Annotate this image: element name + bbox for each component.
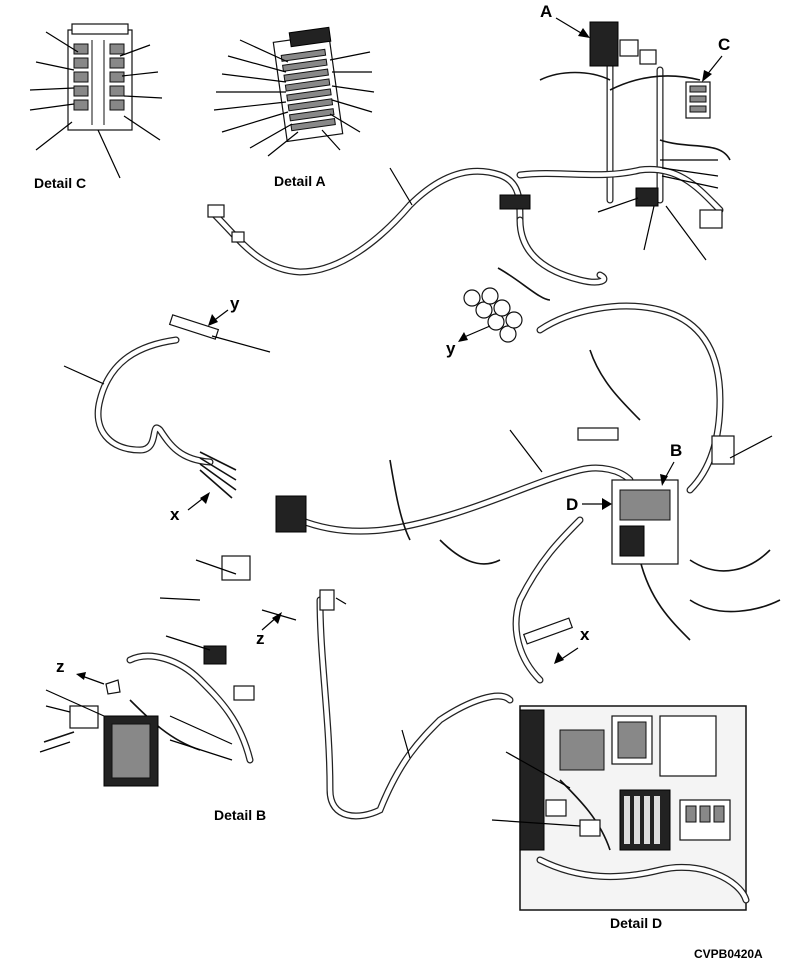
- detail-b: [39, 555, 514, 820]
- detail-c-label: Detail C: [34, 175, 87, 191]
- callout-z-left: z: [56, 657, 65, 676]
- detail-a-leader-lines: [213, 39, 375, 157]
- callout-c: C: [718, 35, 731, 54]
- callout-x-right: x: [580, 625, 590, 644]
- detail-c-connector: [67, 23, 133, 131]
- callout-z-right: z: [256, 629, 265, 648]
- callout-y-upper: y: [230, 294, 240, 313]
- frame-harness: [516, 17, 731, 261]
- callout-a: A: [540, 2, 553, 21]
- main-harness: [275, 302, 781, 684]
- upper-harness: [207, 167, 608, 286]
- callout-d: D: [566, 495, 579, 514]
- left-harness: [63, 309, 271, 511]
- detail-a-label: Detail A: [274, 173, 326, 189]
- callout-b: B: [670, 441, 683, 460]
- callout-y-lower: y: [446, 339, 456, 358]
- detail-b-label: Detail B: [214, 807, 267, 823]
- detail-c-leader-lines: [29, 31, 163, 179]
- detail-a-connector: [272, 26, 344, 143]
- y-connectors: [458, 267, 551, 343]
- detail-d: [491, 705, 750, 911]
- figure-code: CVPB0420A: [694, 947, 763, 961]
- detail-d-label: Detail D: [610, 915, 663, 931]
- callout-x-left: x: [170, 505, 180, 524]
